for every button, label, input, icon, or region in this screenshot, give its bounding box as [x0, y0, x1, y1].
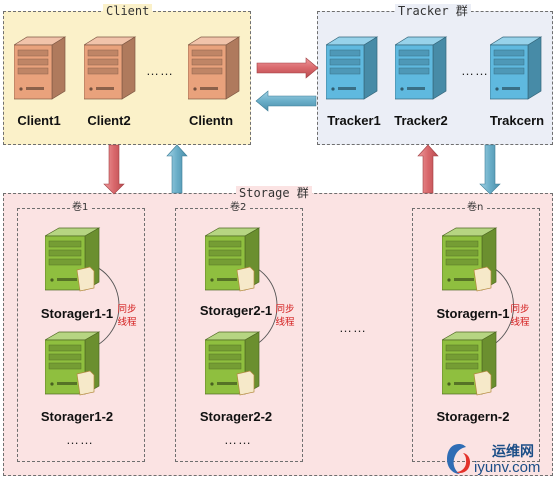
- storager-n-2-label: Storagern-2: [436, 409, 510, 424]
- storager-1-2-label: Storager1-2: [40, 409, 114, 424]
- tracker-n-label: Trakcern: [489, 113, 545, 128]
- storager-n-2-server-icon: [442, 331, 498, 396]
- storager-2-1-server-icon: [205, 227, 261, 292]
- arrow-client-to-storage: [103, 144, 125, 195]
- watermark: 运维网 iyunv.com: [444, 437, 556, 479]
- volume-2-title: 卷2: [228, 202, 249, 214]
- arrow-tracker-to-storage: [479, 144, 501, 195]
- watermark-logo-icon: [447, 444, 471, 474]
- arrow-storage-to-client: [166, 144, 188, 194]
- client-group-title: Client: [103, 4, 153, 18]
- storage-group-title: Storage 群: [236, 186, 312, 200]
- client-n-label: Clientn: [188, 113, 234, 128]
- tracker-ellipsis: ……: [461, 63, 489, 78]
- storager-2-2-server-icon: [205, 331, 261, 396]
- volume-n-sync-label: 同步 线程: [510, 304, 530, 328]
- storager-1-1-server-icon: [45, 227, 101, 292]
- volume-2-ellipsis: ……: [224, 432, 252, 447]
- storager-1-2-server-icon: [45, 331, 101, 396]
- client-1-server-icon: [14, 36, 67, 100]
- arrow-client-to-tracker: [256, 57, 319, 79]
- tracker-2-server-icon: [395, 36, 448, 100]
- arrow-storage-to-tracker: [417, 144, 439, 194]
- tracker-2-label: Tracker2: [394, 113, 448, 128]
- arrow-tracker-to-client: [255, 90, 317, 112]
- volume-n-title: 卷n: [465, 202, 486, 214]
- volume-ellipsis: ……: [339, 320, 367, 335]
- tracker-n-server-icon: [490, 36, 543, 100]
- storager-1-1-label: Storager1-1: [40, 306, 114, 321]
- storager-2-2-label: Storager2-2: [199, 409, 273, 424]
- volume-1-box: 卷1: [17, 202, 145, 462]
- volume-2-box: 卷2: [175, 202, 303, 462]
- volume-2-sync-label: 同步 线程: [275, 304, 295, 328]
- tracker-1-server-icon: [326, 36, 379, 100]
- client-n-server-icon: [188, 36, 241, 100]
- watermark-text: 运维网: [492, 444, 534, 460]
- storager-n-1-label: Storagern-1: [436, 306, 510, 321]
- volume-n-box: 卷n: [412, 202, 540, 462]
- tracker-1-label: Tracker1: [327, 113, 381, 128]
- volume-1-ellipsis: ……: [66, 432, 94, 447]
- client-2-label: Client2: [87, 113, 131, 128]
- client-2-server-icon: [84, 36, 137, 100]
- client-1-label: Client1: [17, 113, 61, 128]
- tracker-group-title: Tracker 群: [395, 4, 471, 18]
- volume-1-sync-label: 同步 线程: [117, 304, 137, 328]
- watermark-url: iyunv.com: [474, 459, 541, 476]
- storager-2-1-label: Storager2-1: [199, 303, 273, 318]
- storager-n-1-server-icon: [442, 227, 498, 292]
- client-ellipsis: ……: [146, 63, 174, 78]
- volume-1-title: 卷1: [70, 202, 91, 214]
